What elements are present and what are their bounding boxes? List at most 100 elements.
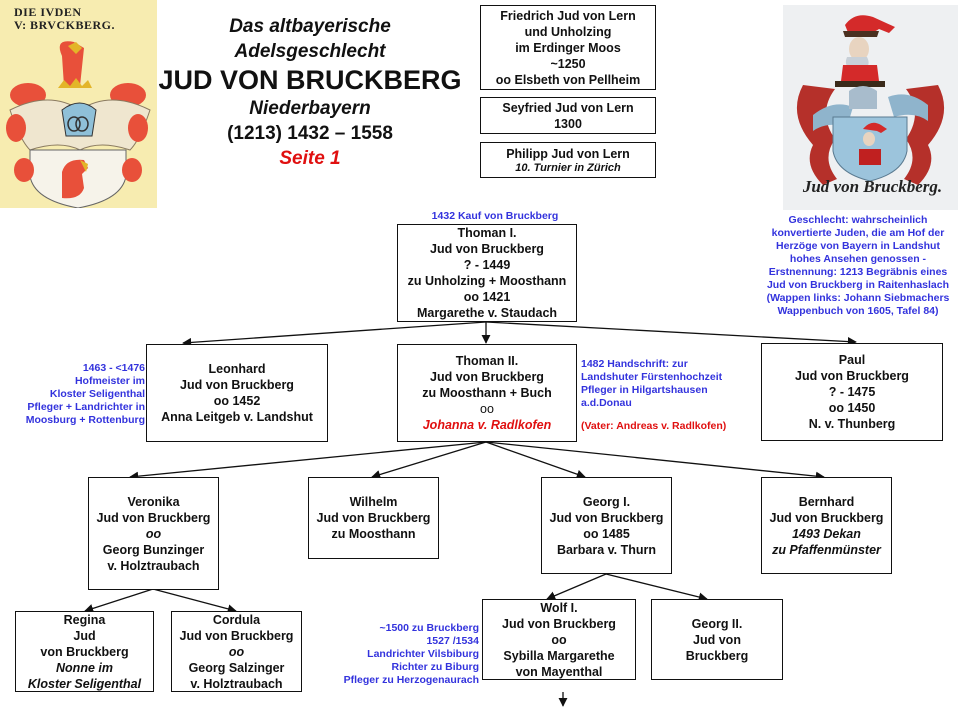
- arrow-thoman2-georg1: [485, 441, 586, 479]
- note-line: ~1500 zu Bruckberg: [379, 622, 479, 634]
- note-line: 1463 - <1476: [82, 362, 145, 374]
- crest-caption-line2: V: BRVCKBERG.: [14, 18, 115, 32]
- marriage-symbol: oo: [480, 402, 494, 416]
- coat-of-arms-siebmacher: DIE IVDEN V: BRVCKBERG.: [0, 0, 157, 208]
- note-line-father: (Vater: Andreas v. Radlkofen): [581, 420, 727, 432]
- note-line: Moosburg + Rottenburg: [25, 414, 145, 426]
- person-name: Georg II.: [691, 616, 743, 631]
- person-line: zu Moosthann: [331, 527, 416, 541]
- spouse-name: Georg Bunzinger: [102, 542, 205, 557]
- person-line: Jud von Bruckberg: [795, 369, 909, 383]
- title-region: Niederbayern: [249, 98, 371, 119]
- person-name: Regina: [63, 612, 106, 627]
- ancestor-name: Philipp Jud von Lern: [506, 146, 630, 161]
- person-bernhard-box: Bernhard Jud von Bruckberg 1493 Dekan zu…: [761, 477, 892, 574]
- wolf1-note: ~1500 zu Bruckberg 1527 /1534 Landrichte…: [330, 622, 479, 687]
- person-line: Jud von Bruckberg: [430, 370, 544, 384]
- note-line: Erstnennung: 1213 Begräbnis eines: [768, 266, 948, 278]
- person-line: zu Unholzing + Moosthann: [407, 274, 567, 288]
- person-note: Nonne im: [56, 660, 113, 675]
- note-line: 1482 Handschrift: zur: [581, 358, 688, 370]
- person-line: Jud von: [693, 632, 741, 647]
- spouse-name: Sybilla Margarethe: [503, 648, 615, 663]
- arrow-thoman1-leonhard: [182, 321, 487, 347]
- person-line: Jud von Bruckberg: [179, 628, 294, 643]
- person-line: von Bruckberg: [40, 644, 129, 659]
- spouse-name: Johanna v. Radlkofen: [422, 418, 552, 432]
- person-line: Jud von Bruckberg: [96, 510, 211, 525]
- arrow-veronika-regina: [84, 588, 154, 613]
- title-years: (1213) 1432 – 1558: [227, 123, 393, 144]
- ancestor-note: 10. Turnier in Zürich: [515, 161, 621, 174]
- person-name: Wolf I.: [540, 600, 578, 615]
- person-name: Leonhard: [208, 362, 266, 376]
- ancestor-line: im Erdinger Moos: [515, 40, 621, 55]
- person-name: Paul: [838, 353, 866, 367]
- arrow-thoman2-wilhelm: [371, 441, 487, 479]
- person-line: oo 1485: [583, 526, 630, 541]
- ancestor-line: Friedrich Jud von Lern: [500, 8, 636, 23]
- person-line: Bruckberg: [685, 648, 749, 663]
- note-line: Hofmeister im: [74, 375, 145, 387]
- note-line: a.d.Donau: [581, 397, 632, 409]
- ancestor-line: 1300: [554, 116, 582, 131]
- crest-right-caption: Jud von Bruckberg.: [802, 177, 943, 196]
- spouse-name: Georg Salzinger: [188, 660, 285, 675]
- crest-right-icon: [796, 15, 945, 185]
- ancestor-line: ~1250: [550, 56, 586, 71]
- coat-of-arms-painted: Jud von Bruckberg.: [783, 5, 958, 210]
- person-line: oo 1450: [828, 401, 876, 415]
- person-paul-box: Paul Jud von Bruckberg ? - 1475 oo 1450 …: [761, 343, 943, 441]
- arrow-georg1-georg2: [605, 573, 708, 602]
- ancestor-line: Seyfried Jud von Lern: [502, 100, 634, 115]
- person-thoman1-box: Thoman I. Jud von Bruckberg ? - 1449 zu …: [397, 224, 577, 322]
- arrow-thoman2-veronika: [129, 441, 487, 481]
- note-line: Jud von Bruckberg in Raitenhaslach: [766, 279, 950, 291]
- note-line: Landshuter Fürstenhochzeit: [581, 371, 723, 383]
- person-name: Georg I.: [582, 494, 631, 509]
- person-line: Jud von Bruckberg: [316, 511, 431, 525]
- ancestor-line: und Unholzing: [524, 24, 612, 39]
- thoman2-note: 1482 Handschrift: zur Landshuter Fürsten…: [581, 358, 761, 433]
- person-line: Jud von Bruckberg: [180, 378, 294, 392]
- person-name: Bernhard: [798, 494, 855, 509]
- note-line: Pfleger in Hilgartshausen: [581, 384, 708, 396]
- note-line: Geschlecht: wahrscheinlich: [788, 214, 928, 226]
- spouse-line: von Mayenthal: [515, 664, 603, 679]
- person-thoman2-box: Thoman II. Jud von Bruckberg zu Moosthan…: [397, 344, 577, 442]
- person-line: zu Moosthann + Buch: [422, 386, 552, 400]
- person-leonhard-box: Leonhard Jud von Bruckberg oo 1452 Anna …: [146, 344, 328, 442]
- arrow-thoman2-bernhard: [485, 441, 825, 481]
- marriage-symbol: oo: [551, 632, 567, 647]
- person-name: Cordula: [212, 612, 261, 627]
- person-line: Jud: [73, 628, 96, 643]
- marriage-symbol: oo: [145, 526, 162, 541]
- title-line2: Adelsgeschlecht: [234, 41, 386, 62]
- person-name: Thoman II.: [455, 354, 519, 368]
- page-title-block: Das altbayerische Adelsgeschlecht JUD VO…: [150, 14, 470, 171]
- arrow-thoman1-paul: [485, 321, 857, 347]
- person-line: ? - 1449: [463, 258, 511, 272]
- note-line: Richter zu Biburg: [391, 661, 479, 673]
- title-line1: Das altbayerische: [229, 16, 391, 37]
- person-georg2-box: Georg II. Jud von Bruckberg: [651, 599, 783, 680]
- person-name: Wilhelm: [349, 495, 398, 509]
- note-line: Kloster Seligenthal: [49, 388, 145, 400]
- note-line: (Wappen links: Johann Siebmachers: [766, 292, 950, 304]
- note-line: Landrichter Vilsbiburg: [367, 648, 479, 660]
- arrow-veronika-cordula: [152, 588, 237, 614]
- title-page: Seite 1: [279, 148, 341, 169]
- spouse-line: v. Holztraubach: [107, 558, 200, 573]
- title-main: JUD VON BRUCKBERG: [158, 65, 462, 95]
- crest-caption-line1: DIE IVDEN: [14, 5, 82, 19]
- person-line: Anna Leitgeb v. Landshut: [161, 410, 313, 424]
- thoman1-note: 1432 Kauf von Bruckberg: [431, 210, 559, 222]
- note-line: 1527 /1534: [426, 635, 479, 647]
- person-wolf1-box: Wolf I. Jud von Bruckberg oo Sybilla Mar…: [482, 599, 636, 680]
- person-veronika-box: Veronika Jud von Bruckberg oo Georg Bunz…: [88, 477, 219, 590]
- marriage-symbol: oo: [228, 644, 245, 659]
- person-line: Jud von Bruckberg: [769, 510, 884, 525]
- arrow-georg1-wolf1: [546, 573, 607, 600]
- person-name: Veronika: [127, 494, 180, 509]
